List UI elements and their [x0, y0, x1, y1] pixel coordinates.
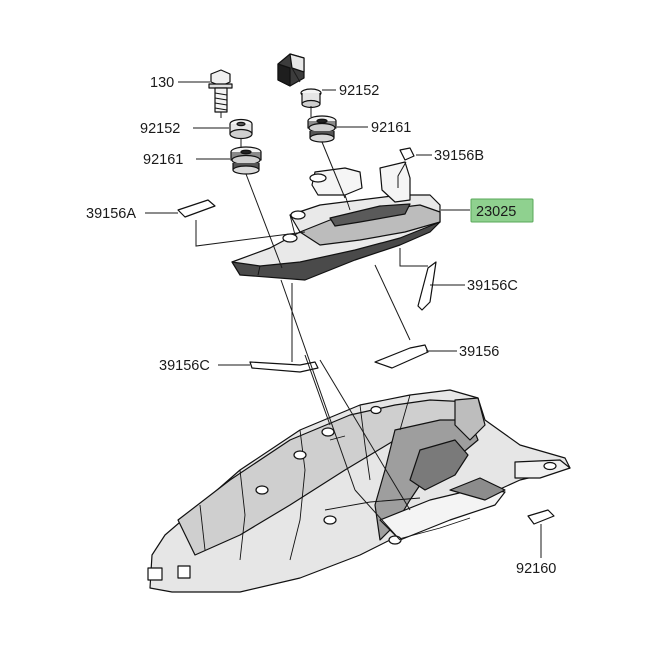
- leader-lines: [145, 67, 542, 558]
- cap-top: [277, 53, 305, 87]
- label-39156A: 39156A: [86, 206, 136, 222]
- part-labels: 130 92152 92152 92161 92161 39156B 39156…: [86, 75, 556, 577]
- bolt-130: [208, 69, 233, 113]
- label-39156: 39156: [459, 344, 499, 360]
- label-39156C-left: 39156C: [159, 358, 210, 374]
- label-130: 130: [150, 75, 174, 91]
- pad-92160: [527, 509, 555, 525]
- label-23025: 23025: [476, 204, 516, 220]
- pad-39156: [374, 344, 429, 369]
- label-39156B: 39156B: [434, 148, 484, 164]
- label-92161-right: 92161: [371, 120, 411, 136]
- pad-39156B: [399, 147, 415, 161]
- pad-39156A: [177, 199, 216, 218]
- grommet-92161-right: [307, 115, 337, 143]
- label-92160: 92160: [516, 561, 556, 577]
- collar-92152-left: [229, 118, 253, 140]
- label-92161-left: 92161: [143, 152, 183, 168]
- rear-frame: [147, 389, 571, 593]
- label-92152-left: 92152: [140, 121, 180, 137]
- collar-92152-top: [300, 88, 322, 109]
- pad-39156C-right: [417, 261, 437, 311]
- tray-part-23025: [231, 161, 441, 281]
- grommet-92161-left: [230, 146, 262, 175]
- label-39156C-right: 39156C: [467, 278, 518, 294]
- pad-39156C-left: [249, 361, 319, 373]
- highlight-box-23025: [470, 198, 534, 223]
- label-92152-top: 92152: [339, 83, 379, 99]
